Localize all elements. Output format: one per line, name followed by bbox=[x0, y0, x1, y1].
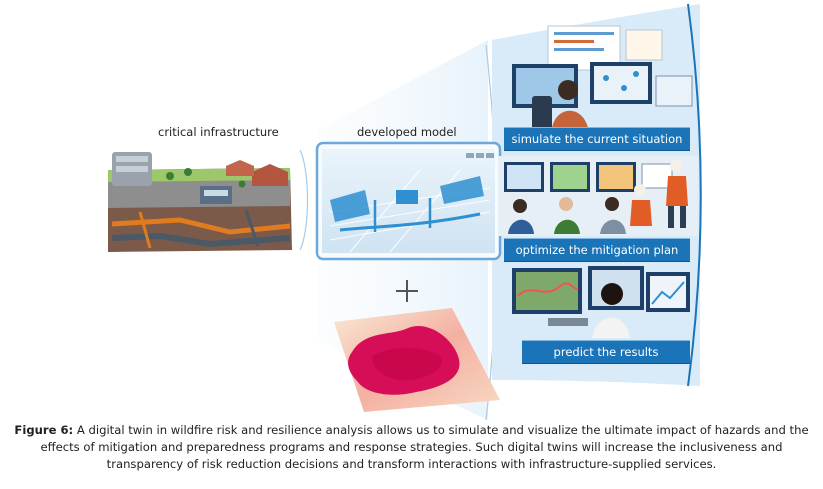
plus-sign bbox=[396, 280, 418, 302]
stage-predict-illustration bbox=[512, 266, 690, 338]
critical-infrastructure-label: critical infrastructure bbox=[158, 125, 279, 139]
caption-prefix: Figure 6: bbox=[14, 423, 74, 437]
caption-text: A digital twin in wildfire risk and resi… bbox=[40, 423, 809, 471]
stage-banner-optimize: optimize the mitigation plan bbox=[504, 238, 690, 262]
stage-optimize-illustration bbox=[498, 156, 698, 236]
stage-simulate-illustration bbox=[512, 25, 693, 130]
developed-model-label: developed model bbox=[357, 125, 457, 139]
critical-infrastructure-illustration bbox=[108, 152, 292, 252]
developed-model-illustration bbox=[315, 141, 502, 261]
stage-banner-simulate: simulate the current situation bbox=[504, 127, 690, 151]
figure-caption: Figure 6: A digital twin in wildfire ris… bbox=[6, 422, 817, 473]
stage-banner-predict: predict the results bbox=[522, 340, 690, 364]
wildfire-heatmap bbox=[334, 308, 500, 412]
